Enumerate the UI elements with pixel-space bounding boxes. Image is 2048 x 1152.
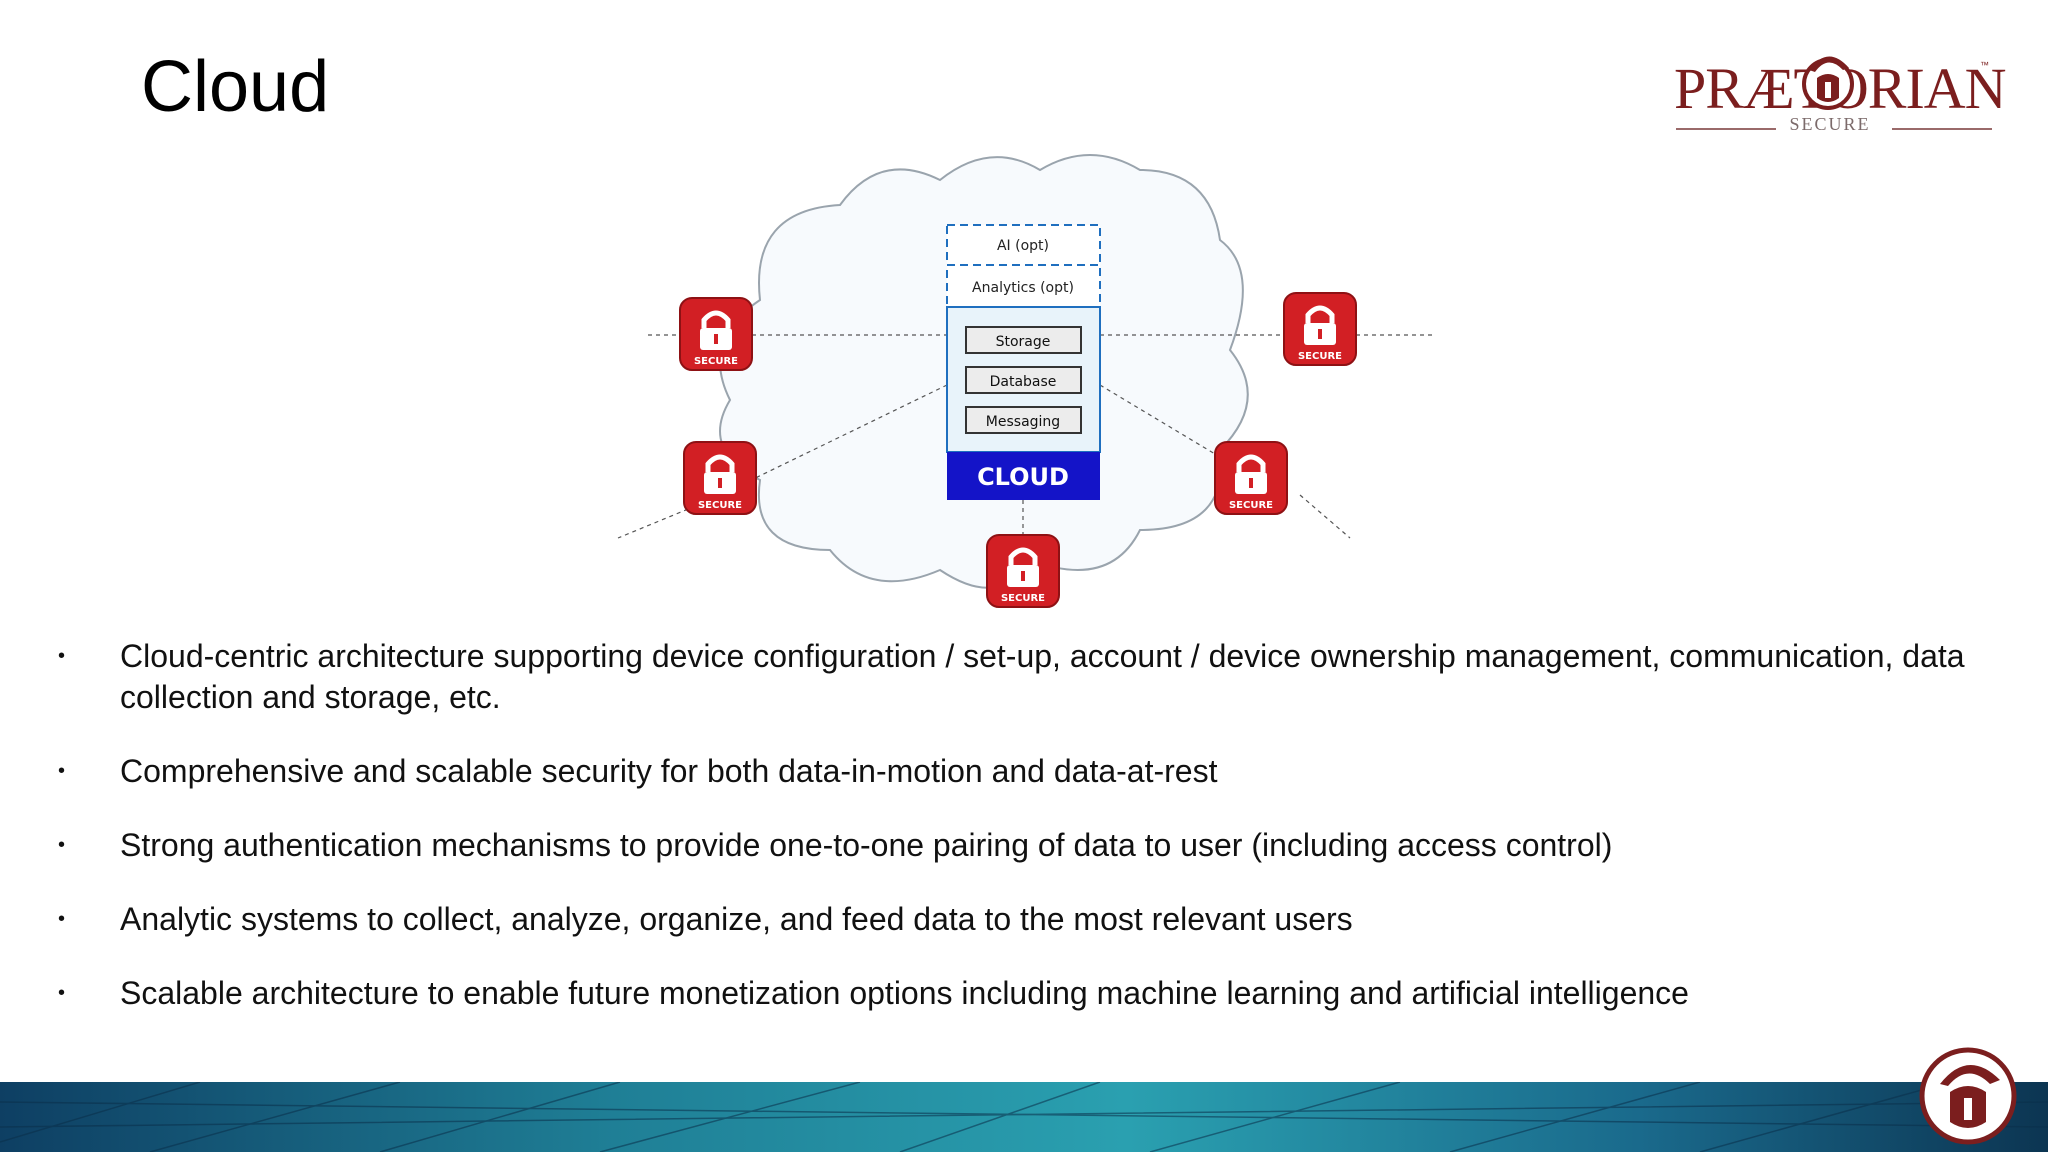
padlock-icon <box>701 310 731 328</box>
bullet-text: Cloud-centric architecture supporting de… <box>120 638 1965 715</box>
bullet-text: Analytic systems to collect, analyze, or… <box>120 901 1353 937</box>
logo-rule-right <box>1892 128 1992 130</box>
bullet-marker: • <box>58 760 66 782</box>
bullet-item: • Analytic systems to collect, analyze, … <box>52 899 2022 940</box>
bullet-text: Comprehensive and scalable security for … <box>120 753 1218 789</box>
padlock-icon <box>1008 547 1038 565</box>
logo-subtitle: SECURE <box>1789 114 1871 134</box>
service-storage: Storage <box>996 334 1051 350</box>
logo-trademark: ™ <box>1980 60 1989 70</box>
slide-title: Cloud <box>141 47 330 127</box>
lock-label: SECURE <box>1229 500 1273 511</box>
cloud-architecture-diagram: AI (opt) Analytics (opt) Storage Databas… <box>617 154 1435 608</box>
secure-lock-right-lower: SECURE <box>1214 441 1288 515</box>
bullet-item: • Strong authentication mechanisms to pr… <box>52 825 2022 866</box>
bullet-marker: • <box>58 645 66 667</box>
padlock-icon <box>705 454 735 472</box>
secure-lock-bottom: SECURE <box>986 534 1060 608</box>
bullet-marker: • <box>58 834 66 856</box>
lock-label: SECURE <box>1001 593 1045 604</box>
service-messaging: Messaging <box>986 414 1060 430</box>
lock-label: SECURE <box>694 356 738 367</box>
cloud-label: CLOUD <box>977 463 1069 491</box>
bullet-item: • Comprehensive and scalable security fo… <box>52 751 2022 792</box>
stack-layer-analytics: Analytics (opt) <box>972 280 1074 296</box>
bullet-list: • Cloud-centric architecture supporting … <box>52 636 2022 1047</box>
bullet-marker: • <box>58 982 66 1004</box>
service-messaging-box <box>965 406 1082 434</box>
secure-lock-left-lower: SECURE <box>683 441 757 515</box>
lock-label: SECURE <box>698 500 742 511</box>
bullet-text: Scalable architecture to enable future m… <box>120 975 1689 1011</box>
bullet-text: Strong authentication mechanisms to prov… <box>120 827 1613 863</box>
bullet-item: • Cloud-centric architecture supporting … <box>52 636 2022 718</box>
spartan-seal-icon <box>1919 1047 2017 1145</box>
stack-layer-ai: AI (opt) <box>997 238 1049 254</box>
lock-label: SECURE <box>1298 351 1342 362</box>
spartan-helmet-icon <box>1802 56 1854 110</box>
service-stack: AI (opt) Analytics (opt) Storage Databas… <box>946 224 1101 500</box>
padlock-icon <box>1305 305 1335 323</box>
secure-lock-left-upper: SECURE <box>679 297 753 371</box>
logo-rule-left <box>1676 128 1776 130</box>
service-storage-box <box>965 326 1082 354</box>
cloud-label-bar <box>947 452 1100 500</box>
secure-lock-right-upper: SECURE <box>1283 292 1357 366</box>
service-database: Database <box>990 374 1057 390</box>
bullet-item: • Scalable architecture to enable future… <box>52 973 2022 1014</box>
stack-layer-analytics-box <box>946 264 1101 308</box>
service-database-box <box>965 366 1082 394</box>
padlock-icon <box>1236 454 1266 472</box>
footer-band <box>0 1082 2048 1152</box>
stack-layer-ai-box <box>946 224 1101 266</box>
bullet-marker: • <box>58 908 66 930</box>
praetorian-secure-logo: PRÆTORIAN ™ SECURE <box>1670 48 2007 148</box>
